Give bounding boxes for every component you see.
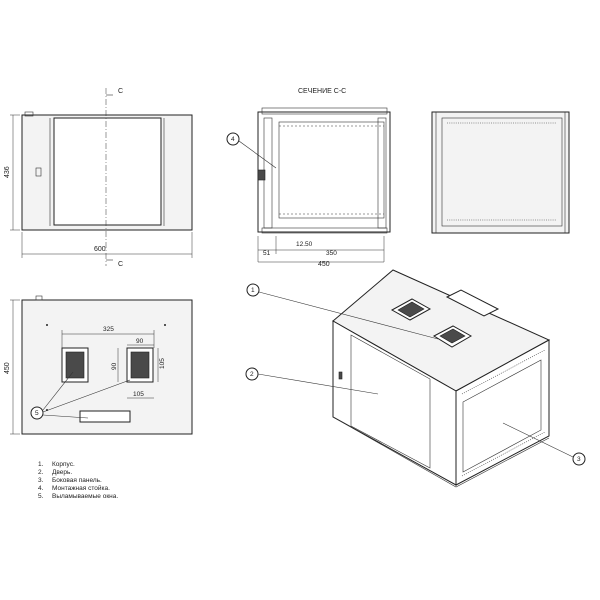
parts-legend: 1.Корпус. 2.Дверь. 3.Боковая панель. 4.М… [38,461,118,501]
top-dim-90b: 90 [111,362,118,370]
front-height-label: 436 [4,166,11,178]
legend-item: 4.Монтажная стойка. [38,485,110,492]
top-view: 325 90 90 105 105 450 5 [4,295,193,435]
side-view [431,111,570,234]
callout-1: 1 [251,287,255,294]
section-dim-51: 51 [263,250,271,257]
legend-item: 1.Корпус. [38,461,75,468]
section-view: СЕЧЕНИЕ С-С 51 12.50 350 450 4 [226,88,391,268]
callout-3: 3 [577,456,581,463]
isometric-view: 1 2 3 [245,269,586,488]
front-view: C C 600 436 [4,88,193,268]
callout-4: 4 [231,136,235,143]
top-vent-slots [447,122,557,221]
top-dim-105b: 105 [133,391,144,398]
front-width-label: 600 [94,246,106,253]
section-mark-bottom: C [118,261,123,268]
callout-2: 2 [250,371,254,378]
legend-item: 2.Дверь. [38,469,73,476]
top-dim-90a: 90 [136,338,144,345]
legend-item: 5.Выламываемые окна. [38,493,119,500]
section-dim-12-50: 12.50 [296,241,313,248]
section-dim-350: 350 [326,250,337,257]
callout-5: 5 [35,410,39,417]
section-title: СЕЧЕНИЕ С-С [298,88,346,95]
legend-item: 3.Боковая панель. [38,477,102,484]
top-dim-325: 325 [103,326,114,333]
section-dim-450: 450 [318,261,330,268]
section-mark-top: C [118,88,123,95]
top-dim-105a: 105 [159,358,166,369]
top-height-label: 450 [4,362,11,374]
